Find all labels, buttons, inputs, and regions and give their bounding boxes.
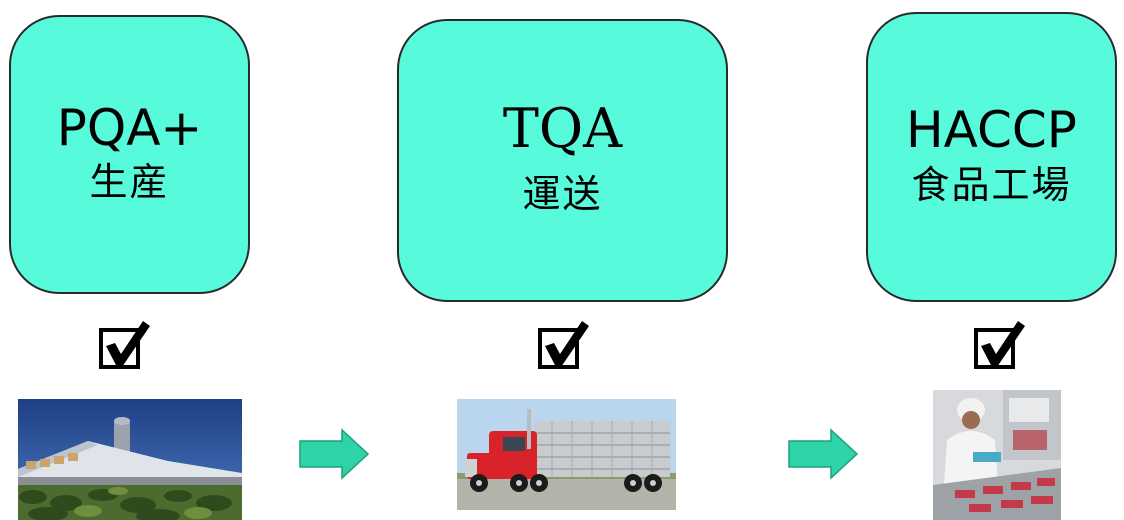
checkbox-checked-icon: [538, 321, 589, 369]
checkbox-checked-icon: [974, 321, 1025, 369]
stage-title: PQA+: [56, 98, 203, 157]
farm-barn-photo: [18, 399, 242, 520]
stage-box-production: PQA+ 生産: [9, 15, 250, 294]
food-factory-worker-photo: [933, 390, 1061, 520]
checkbox-checked-icon: [99, 321, 150, 369]
stage-box-food-factory: HACCP 食品工場: [866, 12, 1117, 302]
stage-title: TQA: [502, 97, 623, 161]
stage-subtitle: 食品工場: [911, 162, 1072, 207]
stage-box-transport: TQA 運送: [397, 19, 728, 302]
right-arrow-icon: [299, 428, 370, 480]
stage-title: HACCP: [906, 101, 1077, 160]
right-arrow-icon: [788, 428, 859, 480]
stage-subtitle: 運送: [522, 172, 603, 217]
livestock-truck-photo: [457, 399, 676, 510]
stage-subtitle: 生産: [89, 160, 170, 205]
